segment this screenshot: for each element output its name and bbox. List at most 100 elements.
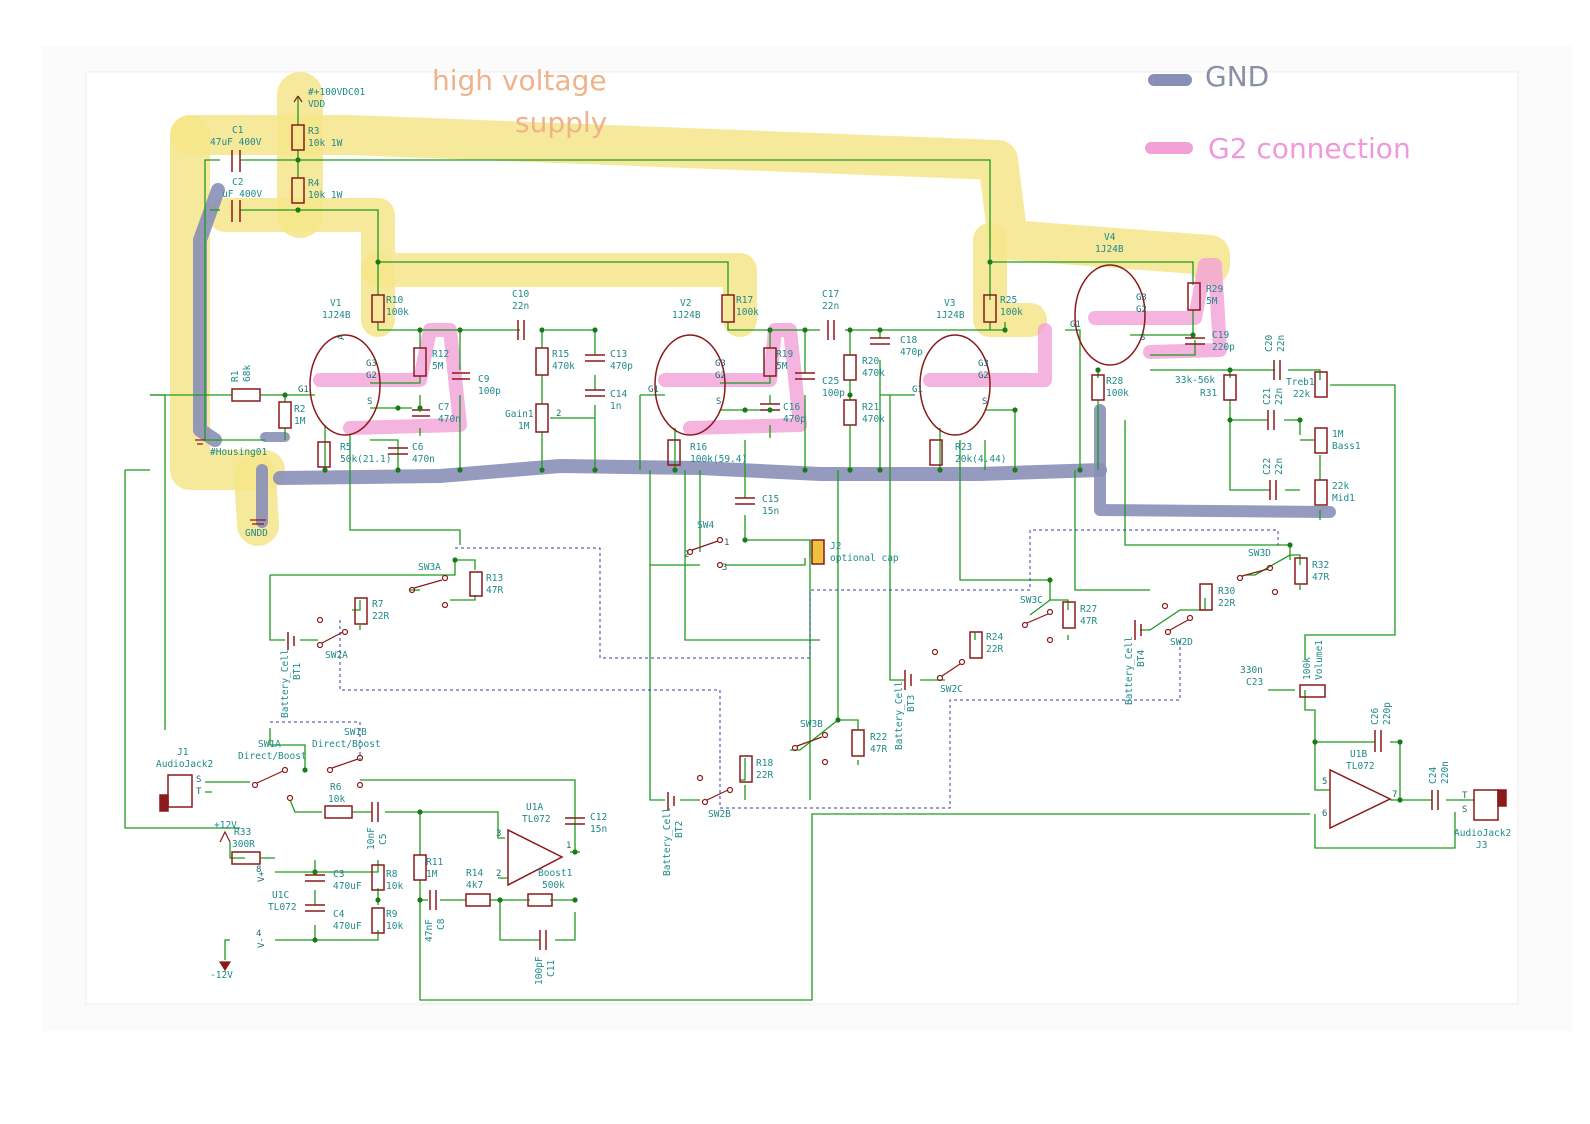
label: C5 [378,834,389,845]
label: Battery_Cell [894,681,905,750]
label: V2 [680,298,691,309]
label: 2 [496,869,501,879]
label: -12V [210,970,233,981]
label: BT3 [906,695,917,712]
label: S [982,397,987,407]
label: 6 [1322,809,1327,819]
label: R15 [552,349,569,360]
label: 33k-56k [1175,375,1215,386]
label: R12 [432,349,449,360]
label: optional cap [830,553,899,564]
label: C16 [783,402,800,413]
label: 470k [862,368,885,379]
label: R21 [862,402,879,413]
label: C12 [590,812,607,823]
label: 100k [386,307,409,318]
label: 10k [386,881,403,892]
label: 100k(59.4) [690,454,747,465]
label: R20 [862,356,879,367]
label: R11 [426,857,443,868]
label: C9 [478,374,490,385]
label: 8 [256,865,261,875]
label: 47R [1312,572,1329,583]
label: 1J24B [672,310,701,321]
label: Direct/Boost [238,751,307,762]
label: 220n [1440,761,1451,784]
label: 1J24B [322,310,351,321]
label: 3 [722,563,727,573]
label: R32 [1312,560,1329,571]
label: G2 [1136,305,1147,315]
label: #Housing01 [210,447,267,458]
label: S [367,397,372,407]
label: 10nF [366,827,377,850]
label: U1A [526,802,543,813]
label: 470p [900,347,923,358]
label: SW3A [418,562,441,573]
label: V- [257,937,267,948]
label: S [1140,333,1145,343]
label: 470n [412,454,435,465]
label: R8 [386,869,398,880]
label: 7 [1392,790,1397,800]
label: 50k(21.1) [340,454,391,465]
label: 330n [1240,665,1263,676]
label: 22R [986,644,1003,655]
components [159,124,1507,950]
label: 4k7 [466,880,483,891]
hv-annotation-line1: high voltage [432,64,607,97]
label: V1 [330,298,342,309]
label: R7 [372,599,383,610]
label: C18 [900,335,917,346]
label: C6 [412,442,424,453]
label: 47R [486,585,503,596]
label: 470p [783,414,806,425]
label: 22n [1274,458,1285,475]
hv-annotation-line2: supply [515,106,607,139]
label: G3 [715,359,726,369]
label: C10 [512,289,529,300]
label: SW3B [800,719,823,730]
label: SW2D [1170,637,1193,648]
label: A [337,334,347,340]
label: 470k [862,414,885,425]
label: #+100VDC01 [308,87,365,98]
label: Treb1 [1286,377,1315,388]
label: uF 400V [222,189,262,200]
label: C3 [333,869,344,880]
label: 470uF [333,881,362,892]
label: C19 [1212,330,1229,341]
label: SW3C [1020,595,1043,606]
label: V3 [944,298,955,309]
label: R14 [466,868,483,879]
label: J2 [830,541,841,552]
label: SW1B [344,727,367,738]
label: 1 [724,538,729,548]
label: 2 [684,550,689,560]
label: 1M [1332,429,1344,440]
label: V4 [1104,232,1116,243]
label: Battery_Cell [1124,636,1135,705]
label: AudioJack2 [1454,828,1511,839]
label: 100p [822,388,845,399]
label: G3 [978,359,989,369]
symbol-marks [195,95,1279,972]
label: 100k [1302,657,1313,680]
label: C20 [1264,335,1275,352]
label: C11 [546,960,557,977]
label: C7 [438,402,449,413]
label: SW3D [1248,548,1271,559]
label: G2 [978,371,989,381]
label: 100k [1106,388,1129,399]
label: 10k [328,794,345,805]
label: 15n [762,506,779,517]
label: 300R [232,839,255,850]
label: U1C [272,890,289,901]
label: 15n [590,824,607,835]
label: R22 [870,732,887,743]
label: Direct/Boost [312,739,381,750]
label: C2 [232,177,243,188]
label: R24 [986,632,1003,643]
label: C8 [436,918,447,930]
